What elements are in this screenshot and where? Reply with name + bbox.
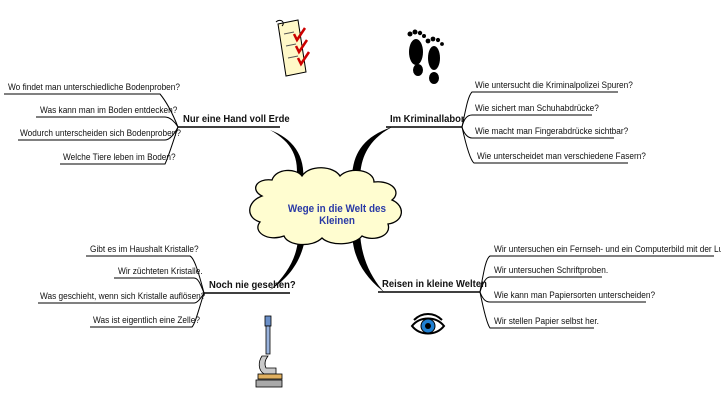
item-bottom-left-1: Gibt es im Haushalt Kristalle? bbox=[90, 244, 199, 254]
item-bottom-right-3: Wie kann man Papiersorten unterscheiden? bbox=[494, 290, 656, 300]
item-top-left-3: Wodurch unterscheiden sich Bodenproben? bbox=[20, 128, 181, 138]
item-bottom-right-2: Wir untersuchen Schriftproben. bbox=[494, 265, 609, 275]
microscope-icon bbox=[255, 315, 283, 388]
item-bottom-left-2: Wir züchteten Kristalle. bbox=[118, 266, 203, 276]
item-bottom-right-4: Wir stellen Papier selbst her. bbox=[494, 316, 599, 326]
item-top-right-3: Wie macht man Fingerabdrücke sichtbar? bbox=[475, 126, 629, 136]
item-top-right-1: Wie untersucht die Kriminalpolizei Spure… bbox=[475, 80, 633, 90]
item-bottom-right-1: Wir untersuchen ein Fernseh- und ein Com… bbox=[494, 244, 721, 254]
item-top-left-2: Was kann man im Boden entdecken? bbox=[40, 105, 178, 115]
connector-bottom-right bbox=[352, 229, 384, 292]
item-bottom-left-3: Was geschieht, wenn sich Kristalle auflö… bbox=[40, 291, 206, 301]
center-cloud bbox=[249, 167, 402, 246]
item-top-right-2: Wie sichert man Schuhabdrücke? bbox=[475, 103, 599, 113]
eye-icon bbox=[410, 313, 446, 335]
branch-title-top-right: Im Kriminallabor bbox=[390, 113, 465, 125]
footprints-icon bbox=[407, 29, 444, 84]
item-bottom-left-4: Was ist eigentlich eine Zelle? bbox=[93, 315, 200, 325]
branch-title-bottom-left: Noch nie gesehen? bbox=[209, 279, 296, 291]
item-top-right-4: Wie unterscheidet man verschiedene Faser… bbox=[477, 151, 646, 161]
checklist-icon bbox=[275, 19, 311, 77]
item-top-left-1: Wo findet man unterschiedliche Bodenprob… bbox=[8, 82, 181, 92]
item-top-left-4: Welche Tiere leben im Boden? bbox=[63, 152, 176, 162]
center-topic: Wege in die Welt des Kleinen bbox=[287, 203, 387, 227]
branch-title-top-left: Nur eine Hand voll Erde bbox=[183, 113, 290, 125]
branch-title-bottom-right: Reisen in kleine Welten bbox=[382, 278, 487, 290]
